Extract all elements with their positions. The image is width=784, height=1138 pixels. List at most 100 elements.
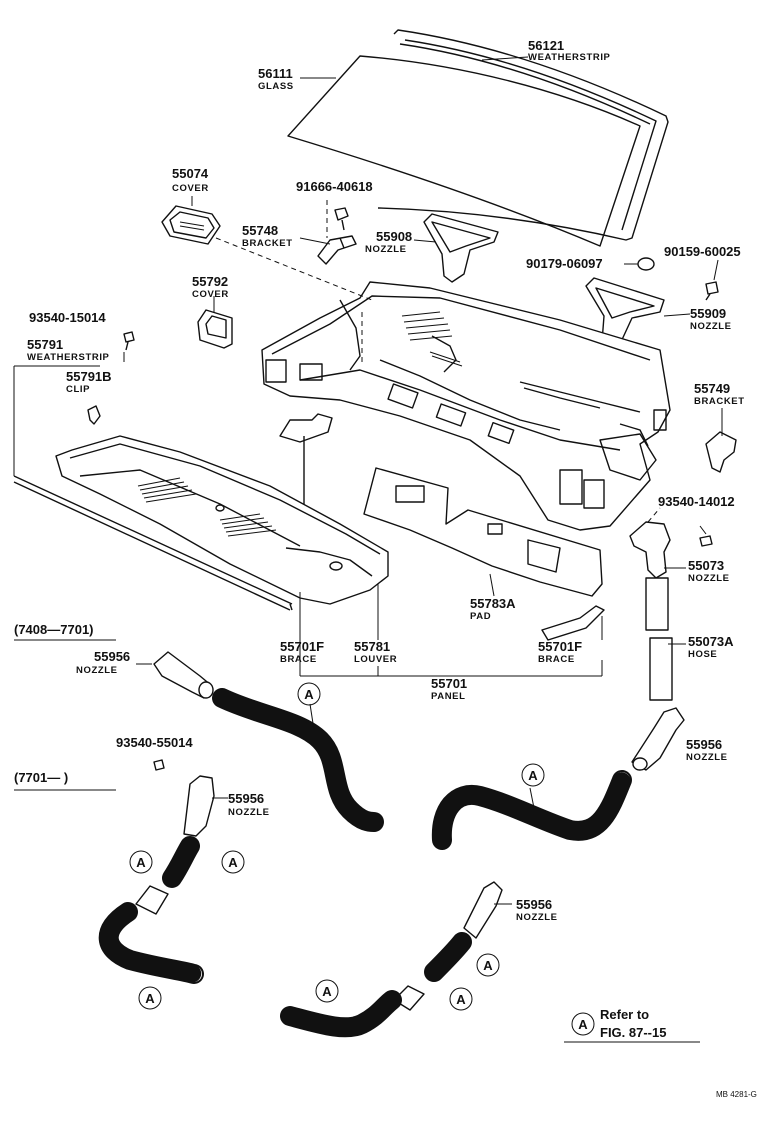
label-55791B: 55791B CLIP xyxy=(66,369,112,395)
svg-text:55073A: 55073A xyxy=(688,634,734,649)
fastener-90159-shape xyxy=(705,281,719,301)
label-range-1: (7408—7701) xyxy=(14,622,94,637)
svg-text:55701F: 55701F xyxy=(538,639,582,654)
svg-text:55792: 55792 xyxy=(192,274,228,289)
svg-text:91666-40618: 91666-40618 xyxy=(296,179,373,194)
clip-55791B-shape xyxy=(87,405,101,425)
weatherstrip-55791-shape xyxy=(13,475,293,611)
label-55748: 55748 BRACKET xyxy=(242,223,293,249)
hose-b-right-shape xyxy=(431,770,632,850)
windshield-glass-shape xyxy=(287,55,641,247)
connector-c-shape xyxy=(135,885,169,915)
hose-d-lower-shape xyxy=(280,990,402,1038)
svg-text:WEATHERSTRIP: WEATHERSTRIP xyxy=(27,352,110,363)
svg-text:CLIP: CLIP xyxy=(66,384,90,395)
svg-text:NOZZLE: NOZZLE xyxy=(228,807,270,818)
label-90179: 90179-06097 xyxy=(526,256,603,271)
svg-text:LOUVER: LOUVER xyxy=(354,654,397,665)
connector-d-shape xyxy=(393,985,425,1011)
nozzle-55073-shape xyxy=(629,521,671,579)
bracket-55749-shape xyxy=(705,431,737,473)
label-55956-a: 55956 NOZZLE xyxy=(76,649,130,676)
callout-a-1: A xyxy=(297,682,321,706)
svg-text:55749: 55749 xyxy=(694,381,730,396)
hose-55073A-shape xyxy=(645,577,673,701)
bolt-91666-shape xyxy=(334,207,349,231)
svg-text:FIG. 87--15: FIG. 87--15 xyxy=(600,1025,666,1040)
label-93540-14012: 93540-14012 xyxy=(658,494,735,509)
label-55073A: 55073A HOSE xyxy=(688,634,734,660)
screw-93540-55014-shape xyxy=(153,759,165,771)
svg-text:55908: 55908 xyxy=(376,229,412,244)
svg-text:93540-55014: 93540-55014 xyxy=(116,735,193,750)
svg-text:55781: 55781 xyxy=(354,639,390,654)
svg-text:A: A xyxy=(456,992,466,1007)
label-55909: 55909 NOZZLE xyxy=(690,306,732,332)
svg-text:55791B: 55791B xyxy=(66,369,112,384)
hose-c-short-shape xyxy=(162,836,200,888)
svg-text:93540-15014: 93540-15014 xyxy=(29,310,106,325)
svg-text:NOZZLE: NOZZLE xyxy=(690,321,732,332)
label-55783A: 55783A PAD xyxy=(470,596,516,622)
svg-text:GLASS: GLASS xyxy=(258,81,294,92)
nozzle-55956-b-shape xyxy=(631,707,685,771)
cowl-panel-shape xyxy=(261,281,671,531)
label-56111: 56111 GLASS xyxy=(258,66,294,92)
label-55791: 55791 WEATHERSTRIP xyxy=(27,337,110,363)
svg-text:COVER: COVER xyxy=(192,289,229,300)
svg-text:NOZZLE: NOZZLE xyxy=(76,665,118,676)
svg-text:BRACKET: BRACKET xyxy=(694,396,745,407)
svg-text:A: A xyxy=(136,855,146,870)
hose-c-lower-shape xyxy=(98,902,204,984)
label-93540-55014: 93540-55014 xyxy=(116,735,193,750)
svg-text:NOZZLE: NOZZLE xyxy=(365,244,407,255)
label-90159: 90159-60025 xyxy=(664,244,741,259)
label-55749: 55749 BRACKET xyxy=(694,381,745,407)
label-55073: 55073 NOZZLE xyxy=(688,558,729,584)
svg-text:A: A xyxy=(483,958,493,973)
svg-text:A: A xyxy=(322,984,332,999)
legend-refer: Refer to FIG. 87--15 xyxy=(564,1007,700,1043)
svg-text:A: A xyxy=(528,768,538,783)
svg-text:55783A: 55783A xyxy=(470,596,516,611)
svg-text:55956: 55956 xyxy=(516,897,552,912)
svg-text:NOZZLE: NOZZLE xyxy=(516,912,558,923)
nozzle-55909-shape xyxy=(585,277,665,351)
svg-text:A: A xyxy=(304,687,314,702)
label-55956-c: 55956 NOZZLE xyxy=(228,791,270,818)
label-range-2: (7701— ) xyxy=(14,770,68,785)
callout-a-4: A xyxy=(221,850,245,874)
svg-text:55956: 55956 xyxy=(686,737,722,752)
svg-text:55701F: 55701F xyxy=(280,639,324,654)
hose-a-upper-shape xyxy=(212,688,384,832)
svg-text:COVER: COVER xyxy=(172,183,209,194)
nozzle-55956-a-shape xyxy=(153,651,214,699)
svg-text:55909: 55909 xyxy=(690,306,726,321)
svg-text:(7701— ): (7701— ) xyxy=(14,770,68,785)
svg-text:(7408—7701): (7408—7701) xyxy=(14,622,94,637)
callout-a-6: A xyxy=(476,953,500,977)
label-55701F-a: 55701F BRACE xyxy=(280,639,324,665)
svg-text:BRACE: BRACE xyxy=(280,654,317,665)
label-55701F-b: 55701F BRACE xyxy=(538,639,582,665)
windshield-weatherstrip-shape xyxy=(377,29,669,241)
svg-text:HOSE: HOSE xyxy=(688,649,717,660)
label-55781: 55781 LOUVER xyxy=(354,639,397,665)
svg-text:A: A xyxy=(578,1017,588,1032)
label-55908: 55908 NOZZLE xyxy=(365,229,412,255)
label-55701: 55701 PANEL xyxy=(431,676,467,702)
nozzle-55908-shape xyxy=(423,213,499,283)
cover-55792-shape xyxy=(197,309,233,349)
svg-text:A: A xyxy=(228,855,238,870)
svg-text:55074: 55074 xyxy=(172,166,209,181)
nozzle-55956-d-shape xyxy=(463,881,503,939)
label-55792: 55792 COVER xyxy=(192,274,229,300)
pad-55783A-shape xyxy=(363,467,603,597)
svg-text:55701: 55701 xyxy=(431,676,467,691)
fastener-90179-shape xyxy=(637,257,655,271)
svg-text:BRACE: BRACE xyxy=(538,654,575,665)
svg-text:MB 4281-G: MB 4281-G xyxy=(716,1090,757,1099)
svg-text:55748: 55748 xyxy=(242,223,278,238)
svg-text:BRACKET: BRACKET xyxy=(242,238,293,249)
